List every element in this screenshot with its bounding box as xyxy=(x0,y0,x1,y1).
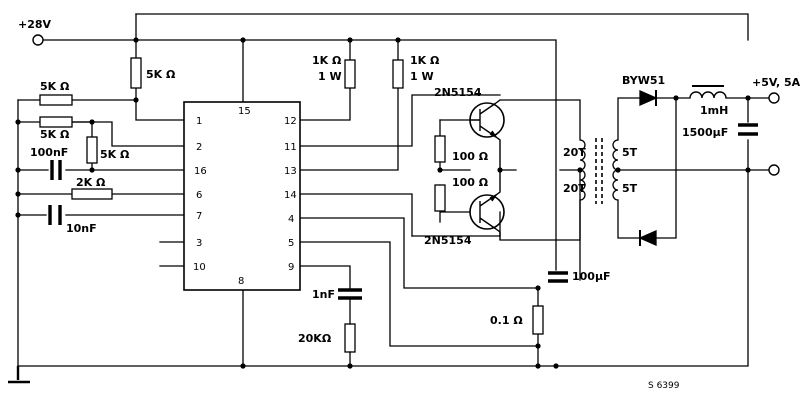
resistor-symbol xyxy=(344,59,356,89)
sec-bottom-label: 5T xyxy=(622,182,638,195)
resistors xyxy=(39,57,544,353)
c-16-label: 100nF xyxy=(30,146,68,159)
figure-code: S 6399 xyxy=(648,381,680,391)
ic-body xyxy=(183,101,301,291)
ic-pin-right: 12 xyxy=(284,116,297,127)
ic-pin-right: 14 xyxy=(284,190,297,201)
ic-pin-right: 11 xyxy=(284,142,297,153)
diode-symbol xyxy=(639,90,658,106)
r-9-label: 20KΩ xyxy=(298,332,332,345)
terminal-in xyxy=(32,34,44,46)
ic-pin-right: 9 xyxy=(288,262,294,273)
terminal-out xyxy=(768,92,780,104)
component-labels: +28V +5V, 5A 5K Ω 5K Ω 5K Ω 5K Ω 100nF 2… xyxy=(18,18,801,391)
r-left2-label: 5K Ω xyxy=(40,128,70,141)
capacitor-symbol xyxy=(48,205,62,225)
r-1k-b-watt: 1 W xyxy=(410,70,434,83)
resistor-symbol xyxy=(532,305,544,335)
ic-pin-labels: 15 8 1 2 16 6 7 3 10 12 11 13 14 4 5 9 xyxy=(193,106,297,287)
ic-pin-right: 5 xyxy=(288,238,294,249)
resistor-symbol xyxy=(39,94,73,106)
ic-pin-left: 6 xyxy=(196,190,202,201)
r-base2-label: 100 Ω xyxy=(452,176,489,189)
r-6-label: 2K Ω xyxy=(76,176,106,189)
wires xyxy=(17,13,771,379)
junction-dots xyxy=(15,37,751,369)
ic-pin-left: 7 xyxy=(196,211,202,222)
supply-in-label: +28V xyxy=(18,18,52,31)
diode-symbol xyxy=(638,230,657,246)
ic-pin-right: 13 xyxy=(284,166,297,177)
r-top-label: 5K Ω xyxy=(146,68,176,81)
resistor-symbol xyxy=(392,59,404,89)
r-left1-label: 5K Ω xyxy=(40,80,70,93)
ic-pin-left: 3 xyxy=(196,238,202,249)
r-1k-b-label: 1K Ω xyxy=(410,54,440,67)
c-7-label: 10nF xyxy=(66,222,97,235)
capacitor-symbol xyxy=(338,288,362,300)
ic-pin-top: 15 xyxy=(238,106,251,117)
transistor-top xyxy=(439,99,505,170)
resistor-symbol xyxy=(130,57,142,89)
inductor-symbol xyxy=(689,91,727,99)
r-base1-label: 100 Ω xyxy=(452,150,489,163)
q-bottom-label: 2N5154 xyxy=(424,234,472,247)
resistor-symbol xyxy=(344,323,356,353)
ic-pin-left: 10 xyxy=(193,262,206,273)
terminals xyxy=(32,34,780,176)
capacitor-symbol xyxy=(548,271,568,283)
r-left3-label: 5K Ω xyxy=(100,148,130,161)
c-out-label: 1500µF xyxy=(682,126,728,139)
terminal-return xyxy=(768,164,780,176)
sec-top-label: 5T xyxy=(622,146,638,159)
ic-pin-bottom: 8 xyxy=(238,276,244,287)
capacitor-symbol xyxy=(50,160,62,180)
capacitor-symbol xyxy=(738,123,758,136)
transistor-bottom xyxy=(469,170,505,240)
r-1k-a-label: 1K Ω xyxy=(312,54,342,67)
ic-pin-left: 1 xyxy=(196,116,202,127)
ic-pin-right: 4 xyxy=(288,214,294,225)
resistor-symbol xyxy=(71,188,113,200)
q-top-label: 2N5154 xyxy=(434,86,482,99)
resistor-symbol xyxy=(434,135,446,163)
capacitors xyxy=(48,123,758,300)
ic-pin-left: 2 xyxy=(196,142,202,153)
diodes xyxy=(638,90,658,246)
ground-symbol xyxy=(8,366,30,384)
resistor-symbol xyxy=(86,136,98,164)
supply-out-label: +5V, 5A xyxy=(752,76,801,89)
inductor-label: 1mH xyxy=(700,104,728,117)
diode-label: BYW51 xyxy=(622,74,665,87)
r-1k-a-watt: 1 W xyxy=(318,70,342,83)
r-sense-label: 0.1 Ω xyxy=(490,314,523,327)
resistor-symbol xyxy=(39,116,73,128)
ic-pin-left: 16 xyxy=(194,166,207,177)
prim-bottom-label: 20T xyxy=(563,182,586,195)
c-bulk-label: 100µF xyxy=(572,270,611,283)
resistor-symbol xyxy=(434,184,446,212)
c-9-label: 1nF xyxy=(312,288,335,301)
prim-top-label: 20T xyxy=(563,146,586,159)
